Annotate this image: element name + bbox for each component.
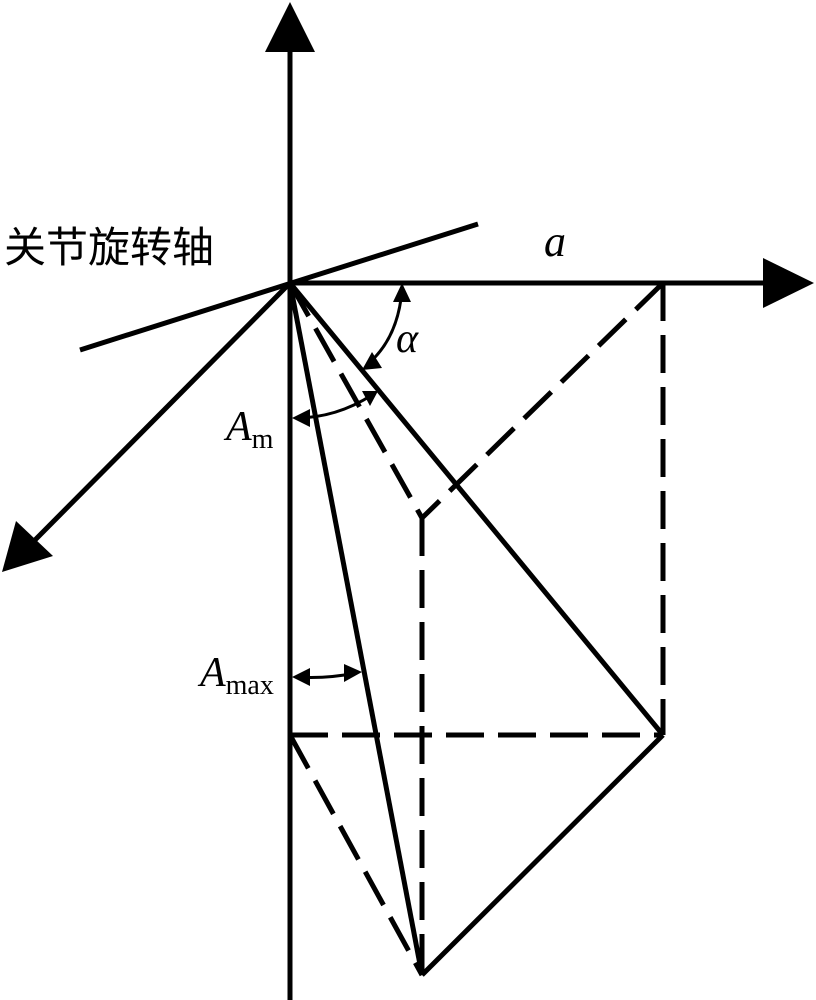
am-label: Am (223, 404, 274, 455)
diagonal-axis (33, 281, 292, 542)
dashed-top-diagonal (420, 281, 665, 520)
vertical-axis-arrowhead (265, 2, 315, 52)
amax-label: Amax (197, 650, 274, 701)
am-arc-arrowhead-right (362, 391, 378, 406)
amax-label-sub: max (226, 670, 274, 701)
edge-apex-to-right-bottom (420, 733, 665, 977)
diagonal-axis-arrowhead (2, 521, 53, 572)
am-label-sub: m (252, 424, 274, 455)
am-arc-arrowhead-left (292, 409, 310, 427)
am-label-main: A (223, 404, 252, 450)
edge-origin-to-apex (287, 282, 425, 976)
amax-label-main: A (197, 650, 226, 696)
alpha-arc-arrowhead-top (393, 283, 411, 302)
amax-arc-arrowhead-right (344, 664, 362, 682)
dashed-origin-to-mid (287, 281, 425, 520)
joint-rotation-axis (79, 221, 479, 353)
alpha-label: α (396, 316, 419, 362)
edge-origin-to-right-bottom (288, 281, 665, 737)
joint-axis-label: 关节旋转轴 (4, 223, 214, 272)
amax-arc-arrowhead-left (292, 668, 310, 686)
horizontal-axis-arrowhead (763, 258, 814, 308)
dashed-left-to-apex (287, 733, 425, 977)
axis-a-label: a (544, 217, 566, 266)
alpha-arc-arrowhead-bottom (362, 352, 382, 370)
